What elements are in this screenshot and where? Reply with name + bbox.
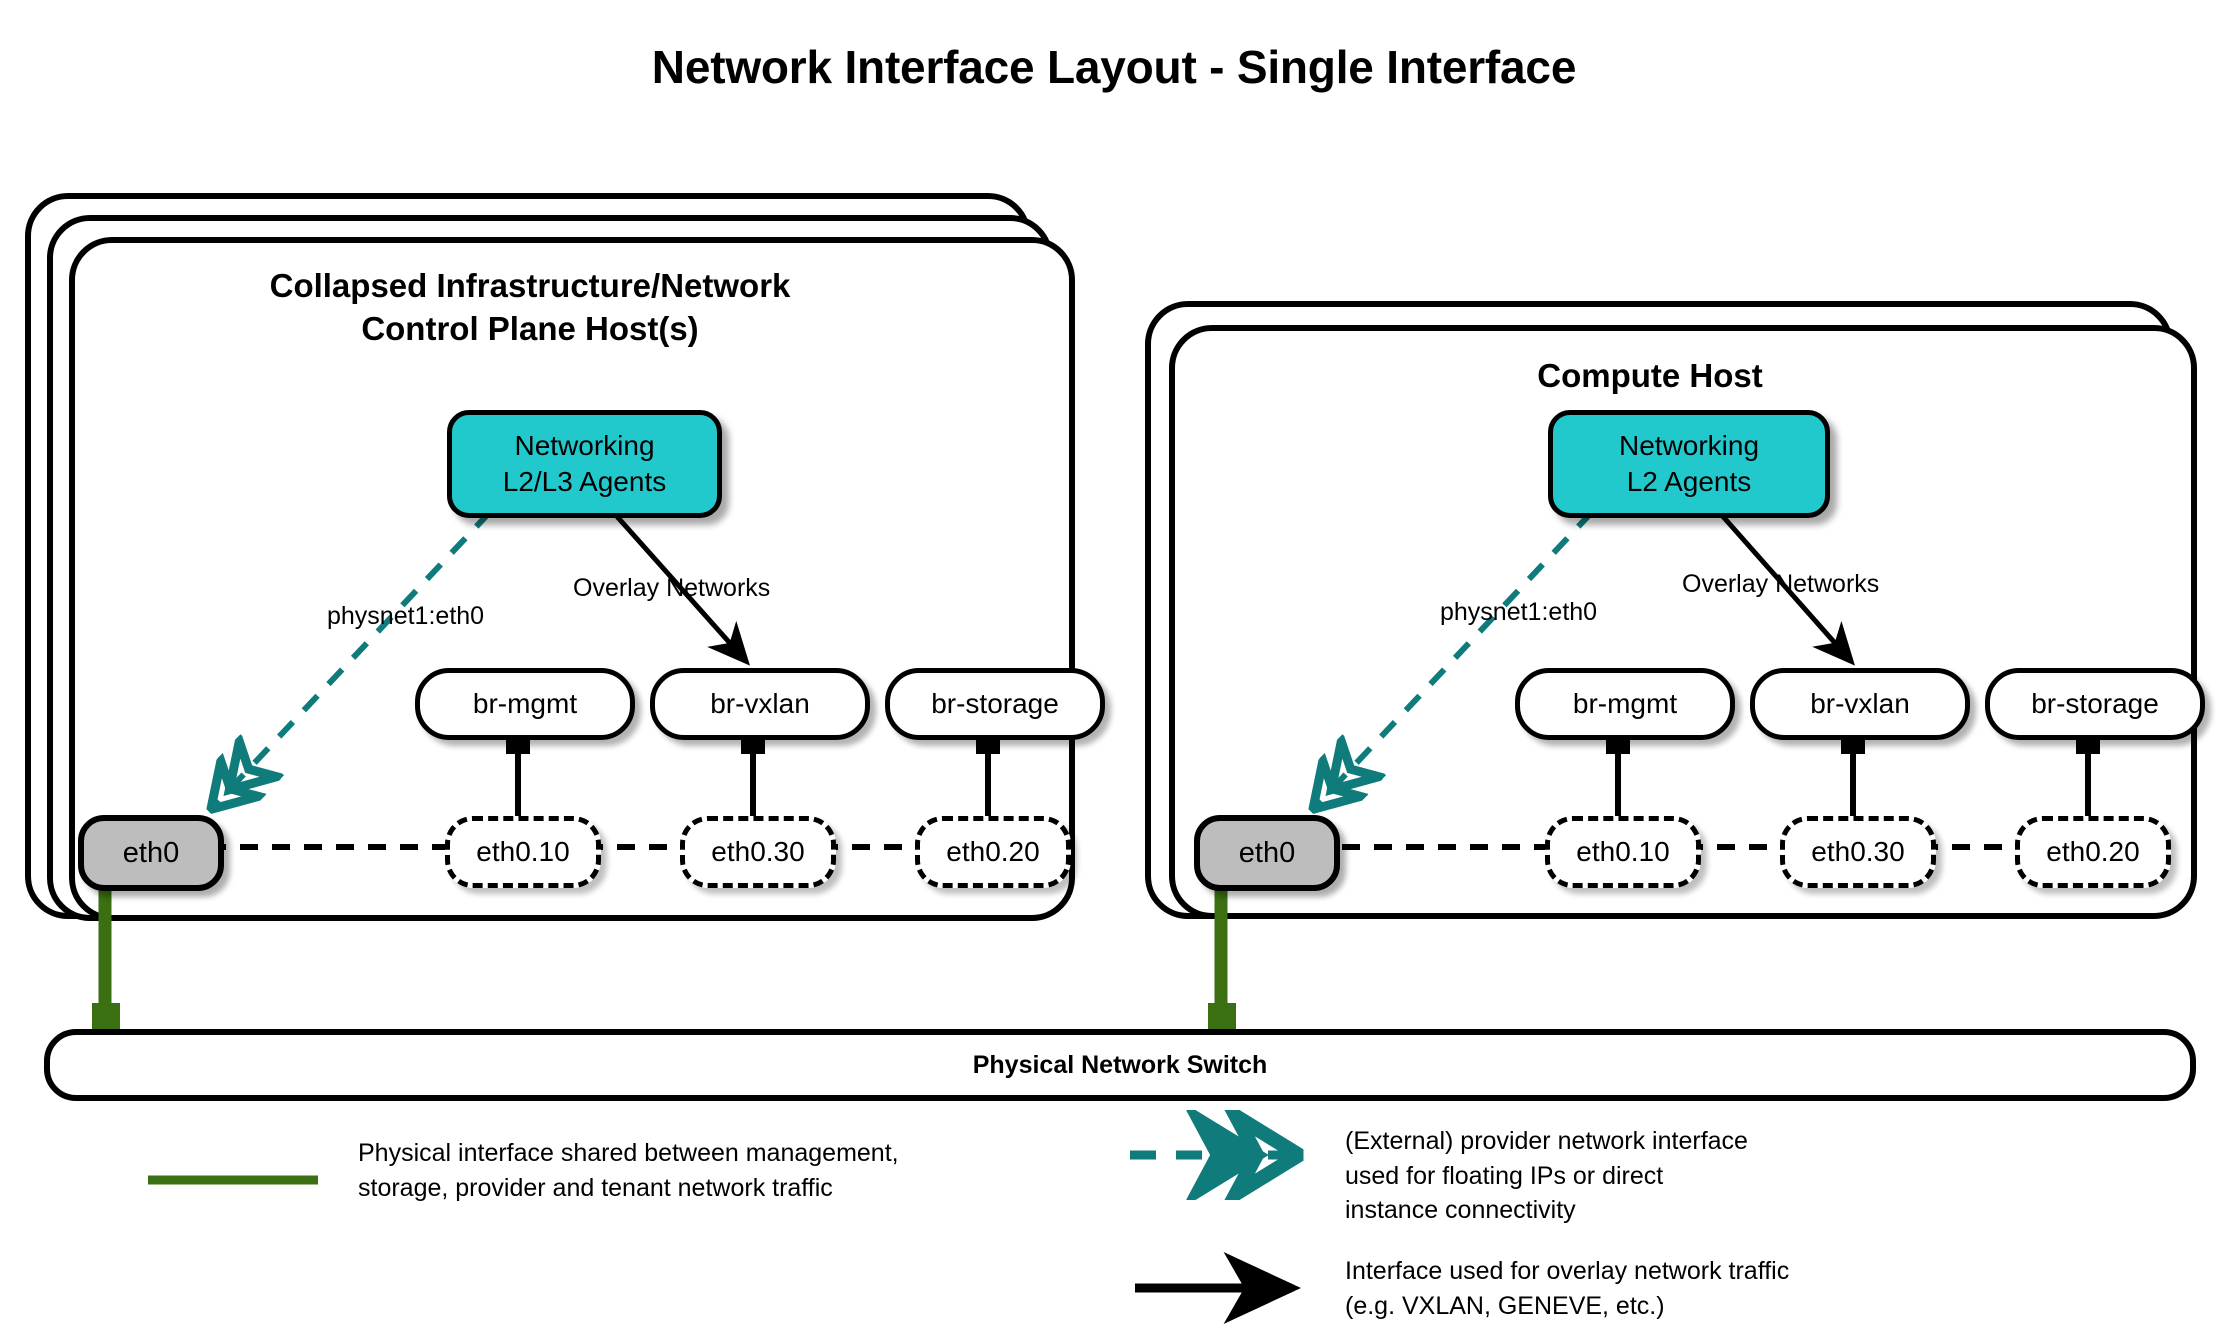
vlan-eth0-20-compute[interactable]: eth0.20 [2015, 816, 2171, 888]
bridge-br-storage-control[interactable]: br-storage [885, 668, 1105, 740]
overlay-edge-label-control: Overlay Networks [573, 574, 771, 602]
legend-line1: Interface used for overlay network traff… [1345, 1257, 1790, 1285]
provider-link-compute [1317, 509, 1595, 805]
bridge-br-vxlan-control[interactable]: br-vxlan [650, 668, 870, 740]
page-title: Network Interface Layout - Single Interf… [651, 41, 1577, 93]
bridge-br-mgmt-compute[interactable]: br-mgmt [1515, 668, 1735, 740]
bridge-br-storage-compute[interactable]: br-storage [1985, 668, 2205, 740]
legend-line2: (e.g. VXLAN, GENEVE, etc.) [1345, 1291, 1665, 1320]
legend-line1: Physical interface shared between manage… [358, 1139, 899, 1167]
legend-line2: storage, provider and tenant network tra… [358, 1173, 833, 1202]
legend-overlay-interface-text: Interface used for overlay network traff… [1345, 1254, 1985, 1323]
legend-line1: (External) provider network interface [1345, 1127, 1748, 1155]
physical-network-switch-label: Physical Network Switch [972, 1050, 1268, 1079]
legend-line2: used for floating IPs or direct [1345, 1161, 1664, 1190]
agents-line2: L2 Agents [1626, 466, 1752, 497]
agents-line1: Networking [514, 429, 655, 461]
vlan-eth0-20-control[interactable]: eth0.20 [915, 816, 1071, 888]
legend-line3: instance connectivity [1345, 1196, 1576, 1224]
provider-link-control [215, 509, 493, 805]
provider-edge-label-compute: physnet1:eth0 [1440, 598, 1598, 626]
nic-eth0-control[interactable]: eth0 [78, 815, 224, 891]
agents-line2: L2/L3 Agents [502, 466, 667, 497]
vlan-eth0-30-compute[interactable]: eth0.30 [1780, 816, 1936, 888]
networking-agents-compute[interactable]: Networking L2 Agents [1548, 410, 1830, 518]
vlan-eth0-10-compute[interactable]: eth0.10 [1545, 816, 1701, 888]
legend-provider-interface-text: (External) provider network interface us… [1345, 1124, 1985, 1228]
host-title-control-plane: Collapsed Infrastructure/Network Control… [150, 265, 910, 351]
vlan-eth0-30-control[interactable]: eth0.30 [680, 816, 836, 888]
networking-agents-control-plane[interactable]: Networking L2/L3 Agents [447, 410, 722, 518]
agents-line1: Networking [1618, 429, 1760, 461]
overlay-edge-label-compute: Overlay Networks [1682, 570, 1880, 598]
host-title-line1: Collapsed Infrastructure/Network [269, 267, 791, 304]
bridge-br-mgmt-control[interactable]: br-mgmt [415, 668, 635, 740]
overlay-link-compute [1717, 510, 1855, 666]
legend-physical-interface-text: Physical interface shared between manage… [358, 1136, 998, 1205]
nic-eth0-compute[interactable]: eth0 [1194, 815, 1340, 891]
bridge-br-vxlan-compute[interactable]: br-vxlan [1750, 668, 1970, 740]
vlan-eth0-10-control[interactable]: eth0.10 [445, 816, 601, 888]
overlay-link-control [611, 510, 750, 666]
provider-edge-label-control: physnet1:eth0 [327, 602, 485, 630]
host-title-compute: Compute Host [1270, 355, 2030, 398]
physical-network-switch[interactable]: Physical Network Switch [44, 1029, 2196, 1101]
host-title-line1: Compute Host [1537, 357, 1763, 394]
host-panel-compute [1145, 301, 2197, 919]
host-title-line2: Control Plane Host(s) [361, 309, 699, 347]
